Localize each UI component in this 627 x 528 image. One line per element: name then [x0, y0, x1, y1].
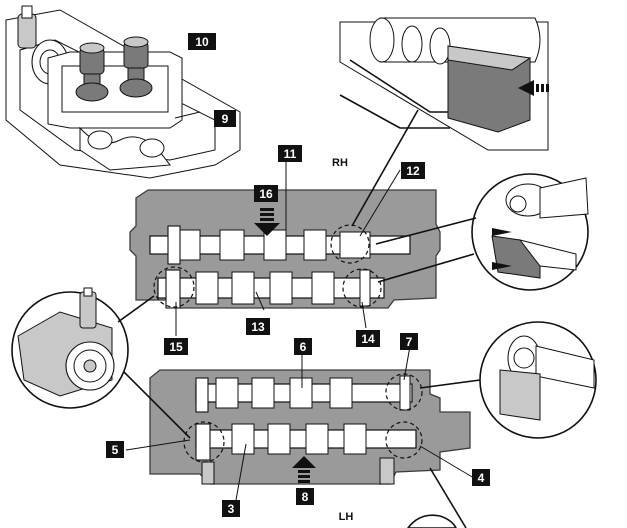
inset-camshaft-holding-tool [5, 5, 241, 179]
rh-exhaust-camshaft [157, 269, 385, 309]
callout-14: 14 [356, 330, 380, 347]
callout-12: 12 [401, 162, 425, 179]
svg-text:3: 3 [228, 502, 235, 516]
callout-10: 10 [188, 33, 216, 50]
up-arrow-icon [292, 456, 316, 483]
svg-text:13: 13 [251, 320, 265, 334]
svg-text:11: 11 [284, 147, 297, 161]
lh-exhaust-detail-circle [385, 421, 423, 459]
svg-text:7: 7 [406, 335, 413, 349]
lh-intake-camshaft [195, 375, 413, 413]
holding-tool-bolt-right [119, 36, 153, 98]
lh-intake-detail-circle [385, 373, 423, 411]
rh-bank-label: RH [332, 157, 348, 169]
lh-exhaust-camshaft [195, 423, 417, 461]
callout-4: 4 [472, 469, 490, 486]
callout-6: 6 [294, 338, 312, 355]
down-arrow-icon [254, 208, 280, 236]
svg-text:4: 4 [478, 471, 485, 485]
callout-15: 15 [164, 338, 188, 355]
rh-intake-camshaft [149, 225, 411, 265]
svg-text:6: 6 [300, 340, 307, 354]
svg-text:10: 10 [195, 35, 209, 49]
lens-locking-tool-detail [375, 173, 589, 291]
lens-timing-gear-detail [11, 287, 191, 439]
svg-text:8: 8 [302, 490, 309, 504]
rh-cylinder-head: RH [129, 157, 441, 309]
svg-text:16: 16 [259, 187, 273, 201]
svg-text:5: 5 [112, 443, 119, 457]
rh-exhaust-detail-circle [342, 268, 382, 308]
lens-camshaft-flange-detail [419, 321, 597, 439]
lh-cylinder-head: LH [149, 369, 471, 523]
callout-7: 7 [400, 333, 418, 350]
lh-bank-label: LH [339, 511, 354, 523]
inset-camshaft-position-tool [339, 17, 549, 151]
callout-9: 9 [214, 110, 236, 127]
rh-intake-detail-circle [330, 224, 370, 264]
callout-3: 3 [222, 500, 240, 517]
svg-text:12: 12 [406, 164, 420, 178]
holding-tool-bolt-left [75, 42, 109, 102]
callout-11: 11 [278, 145, 302, 162]
callout-5: 5 [106, 441, 124, 458]
svg-text:15: 15 [169, 340, 183, 354]
lens-bottom-partial [406, 514, 457, 528]
rh-gear-detail-circle [153, 266, 195, 308]
svg-text:14: 14 [361, 332, 375, 346]
callout-8: 8 [296, 488, 314, 505]
svg-text:9: 9 [222, 112, 229, 126]
lh-gear-detail-circle [183, 421, 225, 463]
callout-16: 16 [254, 185, 278, 202]
push-arrow-icon [518, 80, 549, 96]
callout-13: 13 [246, 318, 270, 335]
